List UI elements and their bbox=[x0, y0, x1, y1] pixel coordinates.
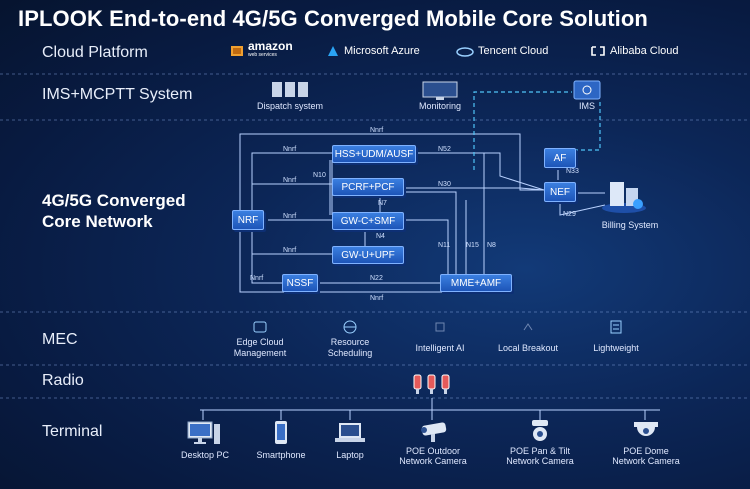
desktop-pc-icon bbox=[186, 420, 222, 446]
alibaba-icon bbox=[591, 46, 605, 56]
iface-nnrf-nssf: Nnrf bbox=[250, 275, 264, 282]
amazon-box-icon bbox=[231, 46, 243, 56]
gw-c-smf-box[interactable]: GW-C+SMF bbox=[332, 212, 404, 230]
smartphone-icon bbox=[272, 420, 290, 446]
edge-cloud-icon bbox=[252, 320, 268, 334]
row-label-radio: Radio bbox=[42, 372, 84, 389]
intelligent-ai-icon bbox=[432, 320, 448, 334]
tencent-name: Tencent Cloud bbox=[478, 45, 549, 57]
tencent-logo: Tencent Cloud bbox=[456, 45, 548, 57]
alibaba-logo: Alibaba Cloud bbox=[590, 45, 679, 57]
azure-logo: Microsoft Azure bbox=[326, 45, 420, 57]
desktop-pc-label: Desktop PC bbox=[180, 450, 230, 460]
amazon-name: amazon bbox=[248, 39, 293, 53]
smartphone-label: Smartphone bbox=[256, 450, 306, 460]
laptop-icon bbox=[334, 420, 366, 446]
poe-pan-tilt-camera-label: POE Pan & Tilt Network Camera bbox=[506, 446, 574, 466]
tencent-cloud-icon bbox=[456, 47, 474, 57]
billing-system-label: Billing System bbox=[601, 220, 659, 230]
resource-scheduling-label: Resource Scheduling bbox=[327, 337, 373, 358]
iface-nnrf-gwu: Nnrf bbox=[283, 247, 297, 254]
billing-system-icon bbox=[600, 178, 648, 214]
edge-cloud-label: Edge Cloud Management bbox=[233, 337, 287, 358]
row-label-ims: IMS+MCPTT System bbox=[42, 86, 193, 103]
mme-amf-box[interactable]: MME+AMF bbox=[440, 274, 512, 292]
ims-label: IMS bbox=[578, 101, 595, 111]
alibaba-name: Alibaba Cloud bbox=[610, 45, 679, 57]
intelligent-ai-label: Intelligent AI bbox=[415, 343, 465, 353]
af-box[interactable]: AF bbox=[544, 148, 576, 168]
poe-dome-camera-icon bbox=[632, 420, 660, 444]
iface-n8: N8 bbox=[487, 242, 496, 249]
gw-u-upf-box[interactable]: GW-U+UPF bbox=[332, 246, 404, 264]
pcrf-pcf-box[interactable]: PCRF+PCF bbox=[332, 178, 404, 196]
nssf-box[interactable]: NSSF bbox=[282, 274, 318, 292]
hss-udm-ausf-box[interactable]: HSS+UDM/AUSF bbox=[332, 145, 416, 163]
iface-nnrf-bottom: Nnrf bbox=[370, 295, 384, 302]
page-title: IPLOOK End-to-end 4G/5G Converged Mobile… bbox=[18, 6, 648, 31]
base-station-icon bbox=[410, 372, 454, 396]
poe-outdoor-camera-label: POE Outdoor Network Camera bbox=[399, 446, 467, 466]
row-label-core-line1: 4G/5G Converged bbox=[42, 191, 186, 210]
ims-icon bbox=[572, 80, 602, 100]
nef-box[interactable]: NEF bbox=[544, 182, 576, 202]
poe-pan-tilt-camera-icon bbox=[528, 418, 552, 444]
lightweight-label: Lightweight bbox=[593, 343, 639, 353]
row-label-core-line2: Core Network bbox=[42, 212, 153, 231]
iface-nnrf-gwc: Nnrf bbox=[283, 213, 297, 220]
iface-n30: N30 bbox=[438, 181, 451, 188]
nrf-box[interactable]: NRF bbox=[232, 210, 264, 230]
iface-nnrf-pcrf: Nnrf bbox=[283, 177, 297, 184]
row-label-cloud: Cloud Platform bbox=[42, 44, 148, 61]
dispatch-system-icon bbox=[270, 79, 310, 99]
iface-n52: N52 bbox=[438, 146, 451, 153]
local-breakout-label: Local Breakout bbox=[497, 343, 559, 353]
iface-n10: N10 bbox=[313, 172, 326, 179]
dispatch-system-label: Dispatch system bbox=[256, 101, 324, 111]
azure-icon bbox=[328, 46, 338, 56]
iface-n11: N11 bbox=[438, 242, 451, 249]
monitoring-label: Monitoring bbox=[418, 101, 462, 111]
monitoring-icon bbox=[420, 80, 460, 100]
azure-name: Microsoft Azure bbox=[344, 45, 420, 57]
iface-n29: N29 bbox=[563, 211, 576, 218]
poe-dome-camera-label: POE Dome Network Camera bbox=[612, 446, 680, 466]
resource-scheduling-icon bbox=[342, 320, 358, 334]
iface-nnrf-top: Nnrf bbox=[370, 127, 384, 134]
iface-nnrf-hss: Nnrf bbox=[283, 146, 297, 153]
row-label-terminal: Terminal bbox=[42, 423, 103, 440]
iface-n22: N22 bbox=[370, 275, 383, 282]
iface-n7: N7 bbox=[378, 200, 387, 207]
amazon-logo: amazon web services bbox=[230, 39, 293, 60]
row-label-mec: MEC bbox=[42, 331, 78, 348]
row-label-core: 4G/5G Converged Core Network bbox=[42, 190, 186, 232]
local-breakout-icon bbox=[520, 320, 536, 334]
amazon-subtitle: web services bbox=[248, 52, 277, 58]
iface-n4: N4 bbox=[376, 233, 385, 240]
laptop-label: Laptop bbox=[336, 450, 364, 460]
iface-n33: N33 bbox=[566, 168, 579, 175]
lightweight-icon bbox=[608, 320, 624, 334]
iface-n15: N15 bbox=[466, 242, 479, 249]
poe-outdoor-camera-icon bbox=[416, 420, 450, 444]
